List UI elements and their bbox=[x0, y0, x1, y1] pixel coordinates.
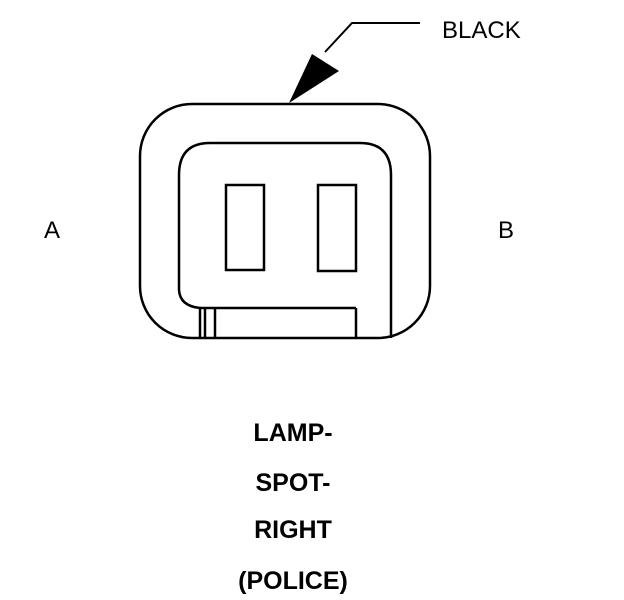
caption-line: SPOT- bbox=[255, 469, 330, 497]
caption-line: RIGHT bbox=[254, 516, 332, 544]
pin-label-a: A bbox=[44, 217, 60, 244]
connector-outer-shell bbox=[138, 102, 432, 340]
connector-body bbox=[138, 102, 432, 340]
color-leader bbox=[289, 22, 420, 103]
pin-label-b: B bbox=[498, 217, 514, 244]
connector-caption: LAMP- SPOT- RIGHT (POLICE) bbox=[238, 419, 348, 595]
connector-inner-cavity bbox=[177, 141, 393, 338]
leader-line bbox=[324, 22, 420, 53]
pin-slot-a bbox=[224, 183, 266, 272]
color-label: BLACK bbox=[442, 17, 521, 44]
caption-line: (POLICE) bbox=[238, 567, 348, 595]
caption-line: LAMP- bbox=[253, 419, 332, 447]
leader-arrowhead bbox=[289, 54, 339, 103]
pin-slot-b bbox=[316, 183, 358, 273]
